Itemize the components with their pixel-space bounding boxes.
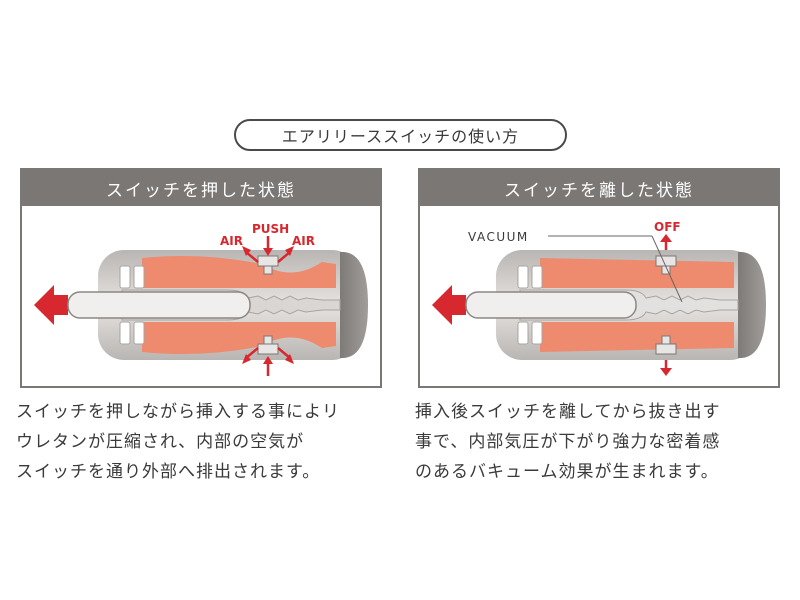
- end-cap: [738, 252, 766, 358]
- description-line: 挿入後スイッチを離してから抜き出す: [415, 402, 721, 422]
- description-line: のあるバキューム効果が生まれます。: [415, 462, 719, 482]
- pushed-state-header: スイッチを押した状態: [22, 170, 380, 206]
- urethane-sleeve-top: [142, 256, 336, 288]
- air-switch-bottom: [655, 335, 677, 355]
- urethane-sleeve-bottom: [142, 322, 336, 354]
- air-label-left: AIR: [220, 234, 243, 248]
- description-line: ウレタンが圧縮され、内部の空気が: [16, 432, 305, 452]
- push-label: PUSH: [252, 222, 289, 236]
- air-label-right: AIR: [292, 234, 315, 248]
- page-title: エアリリーススイッチの使い方: [234, 119, 567, 151]
- description-line: 事で、内部気圧が下がり強力な密着感: [415, 432, 721, 452]
- inserted-rod: [465, 291, 637, 319]
- urethane-sleeve-bottom: [540, 322, 734, 352]
- description-line: スイッチを通り外部へ排出されます。: [16, 462, 321, 482]
- pushed-state-panel: スイッチを押した状態: [20, 168, 382, 388]
- pull-direction-arrow: [34, 285, 68, 325]
- pull-direction-arrow: [432, 285, 466, 325]
- released-state-description: 挿入後スイッチを離してから抜き出す 事で、内部気圧が下がり強力な密着感 のあるバ…: [415, 397, 785, 487]
- vacuum-label: VACUUM: [468, 230, 529, 244]
- inserted-rod: [67, 291, 251, 319]
- pushed-state-description: スイッチを押しながら挿入する事によリ ウレタンが圧縮され、内部の空気が スイッチ…: [16, 397, 386, 487]
- released-state-panel: スイッチを離した状態: [418, 168, 780, 388]
- urethane-sleeve-top: [540, 258, 734, 288]
- end-cap: [340, 252, 368, 358]
- released-state-header: スイッチを離した状態: [420, 170, 778, 206]
- off-label: OFF: [654, 220, 681, 234]
- pushed-state-diagram: AIR PUSH AIR: [34, 222, 368, 376]
- description-line: スイッチを押しながら挿入する事によリ: [16, 402, 340, 422]
- released-state-diagram: VACUUM OFF: [432, 220, 766, 376]
